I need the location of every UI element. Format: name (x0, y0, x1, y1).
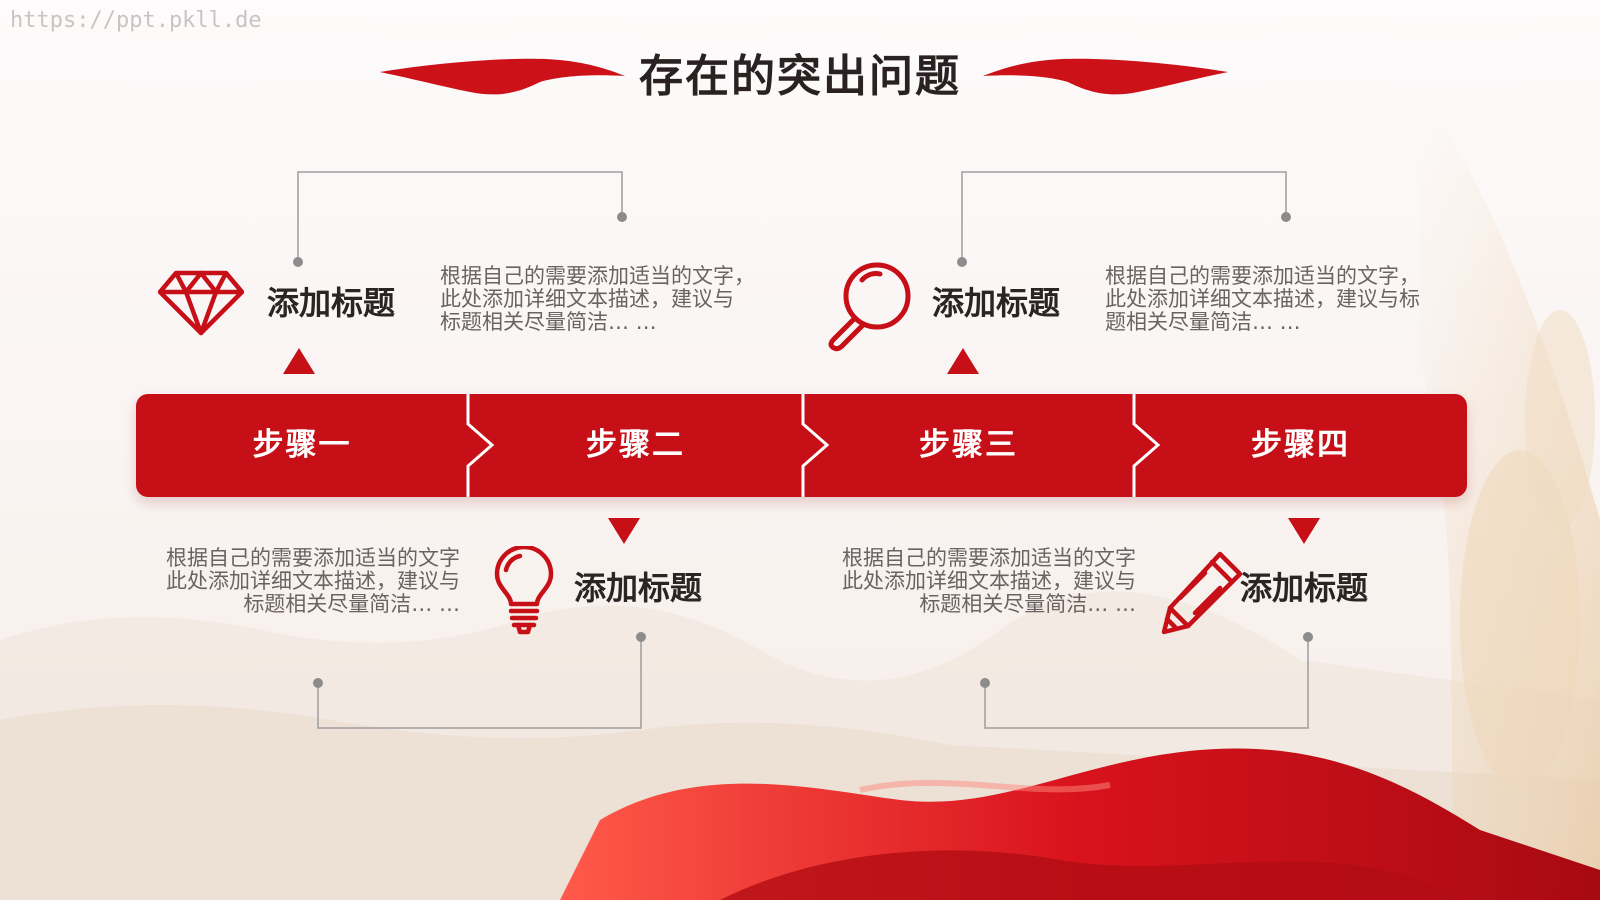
pencil-icon (1158, 548, 1246, 640)
page-title: 存在的突出问题 (639, 51, 961, 102)
item-2-heading: 添加标题 (574, 569, 703, 607)
item-3-desc-line: 根据自己的需要添加适当的文字， (1105, 264, 1420, 288)
item-3-desc-line: 此处添加详细文本描述，建议与标 (1105, 287, 1420, 311)
steps-bar: 步骤一 步骤二 步骤三 步骤四 (136, 394, 1467, 497)
pointer-up-triangle (947, 348, 979, 374)
pointer-up-triangle (283, 348, 315, 374)
diamond-icon (157, 270, 245, 340)
watermark: https://ppt.pkll.de (10, 8, 262, 33)
step-1-label: 步骤一 (252, 427, 352, 463)
item-4-desc-line: 标题相关尽量简洁… … (919, 592, 1136, 616)
step-4-label: 步骤四 (1251, 427, 1350, 463)
item-4-heading: 添加标题 (1240, 569, 1369, 607)
step-3-label: 步骤三 (919, 427, 1018, 463)
item-1-desc-line: 此处添加详细文本描述，建议与 (440, 287, 734, 311)
lightbulb-icon (492, 544, 556, 640)
item-4-desc-line: 根据自己的需要添加适当的文字 (842, 546, 1136, 570)
item-1-desc-line: 标题相关尽量简洁… … (440, 310, 657, 334)
item-2-desc-line: 此处添加详细文本描述，建议与 (166, 569, 460, 593)
item-1-heading: 添加标题 (267, 284, 396, 322)
step-dividers (466, 394, 1161, 497)
pointer-down-triangle (608, 518, 640, 544)
item-1-desc-line: 根据自己的需要添加适当的文字， (440, 264, 755, 288)
item-4-description: 根据自己的需要添加适当的文字 此处添加详细文本描述，建议与 标题相关尽量简洁… … (766, 547, 1136, 616)
item-2-desc-line: 根据自己的需要添加适当的文字 (166, 546, 460, 570)
item-2-desc-line: 标题相关尽量简洁… … (243, 592, 460, 616)
item-2-description: 根据自己的需要添加适当的文字 此处添加详细文本描述，建议与 标题相关尽量简洁… … (100, 547, 460, 616)
item-4-desc-line: 此处添加详细文本描述，建议与 (842, 569, 1136, 593)
item-3-description: 根据自己的需要添加适当的文字， 此处添加详细文本描述，建议与标 题相关尽量简洁…… (1105, 265, 1420, 334)
item-1-description: 根据自己的需要添加适当的文字， 此处添加详细文本描述，建议与 标题相关尽量简洁…… (440, 265, 755, 334)
pointer-down-triangle (1288, 518, 1320, 544)
step-2-label: 步骤二 (586, 427, 685, 463)
item-3-desc-line: 题相关尽量简洁… … (1105, 310, 1301, 334)
item-3-heading: 添加标题 (932, 284, 1061, 322)
magnifier-icon (822, 260, 914, 356)
